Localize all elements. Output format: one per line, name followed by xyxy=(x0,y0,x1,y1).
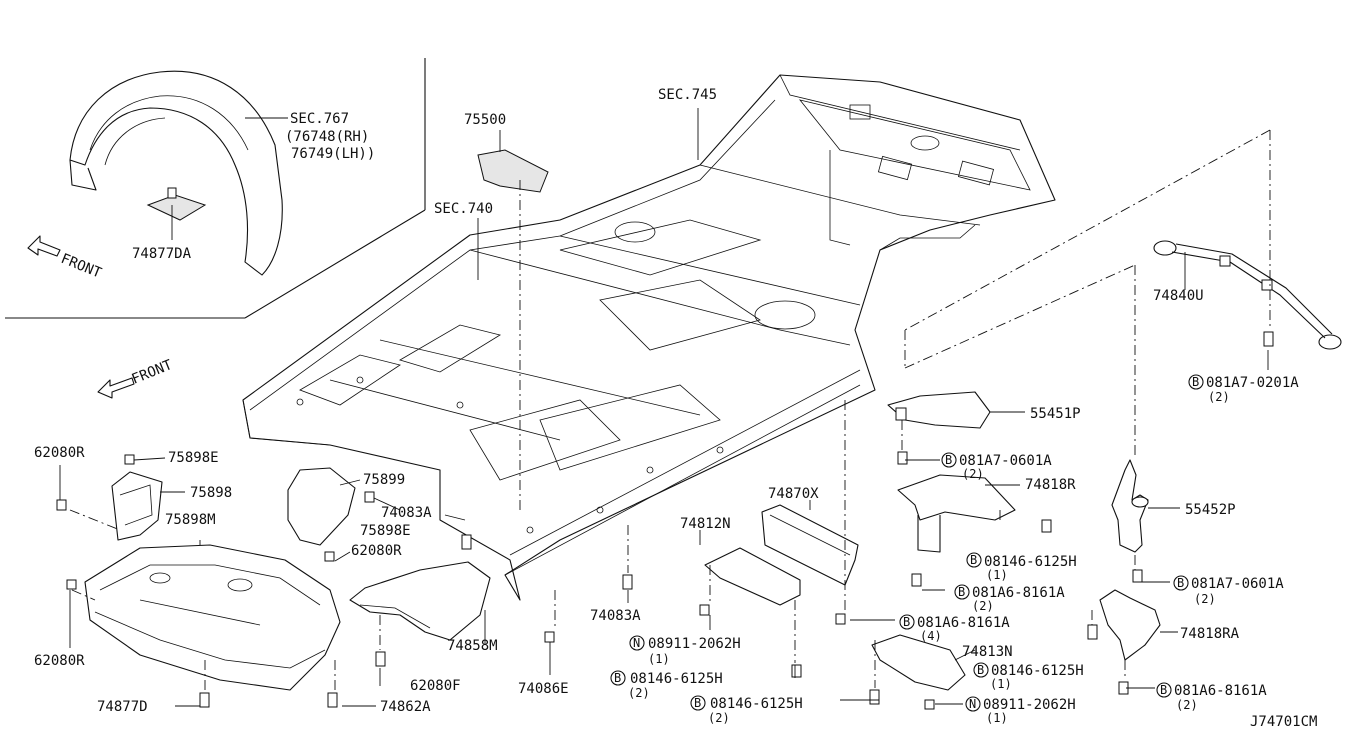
callout: 62080R xyxy=(351,543,402,559)
callout: 75898E xyxy=(360,523,411,539)
callout: 62080R xyxy=(34,653,85,669)
callout: 08146-6125H xyxy=(984,554,1077,570)
callout: 74870X xyxy=(768,486,819,502)
callout: (76748(RH) xyxy=(285,129,369,145)
callout: SEC.767 xyxy=(290,111,349,127)
callout: 74877DA xyxy=(132,246,192,262)
callout: 74877D xyxy=(97,699,148,715)
callout: 55452P xyxy=(1185,502,1236,518)
svg-text:B: B xyxy=(970,553,977,567)
prefix-letters: B B B B B B B N B N B B xyxy=(614,375,1199,711)
callout: (2) xyxy=(972,599,994,613)
svg-text:B: B xyxy=(1177,576,1184,590)
callout: 081A7-0201A xyxy=(1206,375,1299,391)
part-74813N xyxy=(869,634,966,710)
callout: 74083A xyxy=(590,608,641,624)
callout: (2) xyxy=(708,711,730,725)
callout: 081A7-0601A xyxy=(959,453,1052,469)
callout: (2) xyxy=(962,467,984,481)
callout: (1) xyxy=(986,711,1008,725)
callout: (1) xyxy=(990,677,1012,691)
callout: 74858M xyxy=(447,638,498,654)
svg-text:B: B xyxy=(1160,683,1167,697)
callout: 081A6-8161A xyxy=(1174,683,1267,699)
callout: 75899 xyxy=(363,472,405,488)
callout: 08146-6125H xyxy=(630,671,723,687)
callout: SEC.740 xyxy=(434,201,493,217)
svg-text:N: N xyxy=(969,697,976,711)
callout: 55451P xyxy=(1030,406,1081,422)
callout: (1) xyxy=(986,568,1008,582)
leader-lines xyxy=(59,108,1269,707)
part-74812N xyxy=(699,547,802,678)
fasteners xyxy=(544,574,633,643)
callout: 74813N xyxy=(962,644,1013,660)
part-74840U xyxy=(1153,240,1342,350)
callout: 08146-6125H xyxy=(710,696,803,712)
svg-text:B: B xyxy=(958,585,965,599)
svg-text:B: B xyxy=(945,453,952,467)
part-74870X xyxy=(761,504,859,625)
callout: (2) xyxy=(1208,390,1230,404)
callout: SEC.745 xyxy=(658,87,717,103)
part-74858M xyxy=(327,534,491,708)
callout: 081A6-8161A xyxy=(917,615,1010,631)
callout: 62080R xyxy=(34,445,85,461)
front-label: FRONT xyxy=(130,357,176,388)
svg-text:N: N xyxy=(633,636,640,650)
front-arrow-icon: FRONT xyxy=(97,357,176,399)
callout: (1) xyxy=(648,652,670,666)
callout: 08911-2062H xyxy=(983,697,1076,713)
svg-text:B: B xyxy=(614,671,621,685)
part-55451P xyxy=(887,391,991,465)
callout: (2) xyxy=(628,686,650,700)
callout: 75898 xyxy=(190,485,232,501)
callout: (2) xyxy=(1176,698,1198,712)
callout: 76749(LH)) xyxy=(291,146,375,162)
callout: 081A7-0601A xyxy=(1191,576,1284,592)
callout: 081A6-8161A xyxy=(972,585,1065,601)
callout: 08911-2062H xyxy=(648,636,741,652)
callout: 74818R xyxy=(1025,477,1076,493)
wheel-house-liner xyxy=(69,70,283,276)
callout: 74083A xyxy=(381,505,432,521)
part-75898 xyxy=(111,471,163,541)
front-label: FRONT xyxy=(59,251,105,282)
callout: 74086E xyxy=(518,681,569,697)
callout: 75898M xyxy=(165,512,216,528)
guide-lines xyxy=(69,129,1271,692)
part-55452P xyxy=(1111,459,1149,583)
callout-labels: SEC.767 (76748(RH) 76749(LH)) 74877DA SE… xyxy=(34,87,1317,730)
part-75898M xyxy=(56,454,341,708)
diagram-id: J74701CM xyxy=(1250,714,1317,730)
svg-text:B: B xyxy=(1192,375,1199,389)
callout: 74840U xyxy=(1153,288,1204,304)
callout: 74862A xyxy=(380,699,431,715)
svg-text:B: B xyxy=(977,663,984,677)
floor-panel-assembly xyxy=(242,74,1056,601)
part-74818R xyxy=(897,474,1052,587)
svg-text:B: B xyxy=(903,615,910,629)
callout: 74812N xyxy=(680,516,731,532)
callout: 75500 xyxy=(464,112,506,128)
callout: 74818RA xyxy=(1180,626,1240,642)
part-75899 xyxy=(287,467,375,562)
front-arrow-icon: FRONT xyxy=(27,235,105,282)
part-74818RA xyxy=(1087,589,1161,695)
callout: 75898E xyxy=(168,450,219,466)
callout: (2) xyxy=(1194,592,1216,606)
prefix-circles xyxy=(610,374,1204,712)
svg-text:B: B xyxy=(694,696,701,710)
callout: 62080F xyxy=(410,678,461,694)
callout: (4) xyxy=(920,629,942,643)
callout: 08146-6125H xyxy=(991,663,1084,679)
inset-frame xyxy=(5,58,426,319)
part-75500 xyxy=(477,149,549,193)
